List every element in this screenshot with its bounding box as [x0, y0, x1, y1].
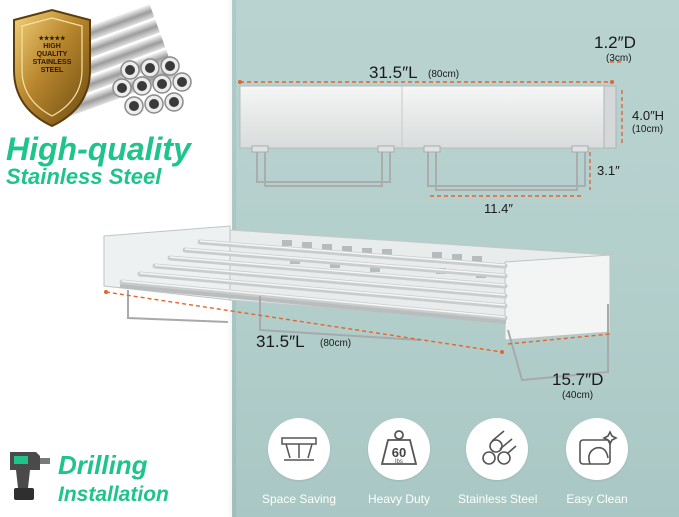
cleaning-cloth-icon — [579, 430, 618, 465]
material-headline: High-quality — [6, 131, 191, 167]
steel-tubes-icon — [482, 430, 517, 465]
badge-caption: HIGH QUALITY STAINLESS STEEL — [32, 42, 72, 75]
folded-dimension-lines — [240, 61, 623, 197]
feature-circle: 60 lbs — [368, 418, 430, 480]
open-depth-label: 15.7″D — [552, 370, 604, 389]
folded-height-metric: (10cm) — [632, 124, 664, 135]
open-depth-metric: (40cm) — [562, 390, 594, 401]
feature-space-saving: Space Saving — [260, 418, 338, 506]
weight-60-icon — [380, 430, 418, 465]
install-headline: Drilling — [58, 450, 148, 480]
space-saving-icon — [281, 437, 317, 461]
open-dimension-lines — [105, 291, 611, 353]
dimension-ticks — [104, 80, 614, 354]
weight-number: 60 — [391, 445, 407, 460]
quality-shield-badge — [13, 8, 91, 128]
open-length-label: 31.5″L — [256, 332, 305, 351]
open-length-metric: (80cm) — [320, 338, 352, 349]
drill-icon — [10, 452, 50, 500]
feature-stainless-steel: Stainless Steel — [458, 418, 538, 506]
open-rack — [103, 225, 611, 382]
badge-text: ★★★★★ HIGH QUALITY STAINLESS STEEL — [28, 36, 76, 75]
folded-rack — [239, 85, 617, 191]
folded-drop-label: 3.1″ — [597, 163, 620, 178]
feature-circle — [268, 418, 330, 480]
feature-heavy-duty: 60 lbs Heavy Duty — [360, 418, 438, 506]
weight-unit: lbs — [395, 459, 403, 465]
feature-easy-clean: Easy Clean — [558, 418, 636, 506]
folded-length-metric: (80cm) — [428, 69, 460, 80]
feature-circle — [566, 418, 628, 480]
feature-label: Stainless Steel — [458, 492, 538, 506]
badge-stars: ★★★★★ — [38, 36, 66, 42]
folded-rod-width-label: 11.4″ — [484, 201, 513, 216]
material-subheadline: Stainless Steel — [6, 164, 162, 189]
folded-depth-metric: (3cm) — [606, 53, 632, 64]
feature-circle — [466, 418, 528, 480]
folded-length-label: 31.5″L — [369, 63, 418, 82]
feature-label: Heavy Duty — [367, 492, 431, 506]
feature-label: Space Saving — [261, 492, 337, 506]
folded-depth-label: 1.2″D — [594, 33, 636, 52]
feature-label: Easy Clean — [566, 492, 628, 506]
install-subheadline: Installation — [58, 483, 169, 506]
folded-height-label: 4.0″H — [632, 108, 665, 123]
